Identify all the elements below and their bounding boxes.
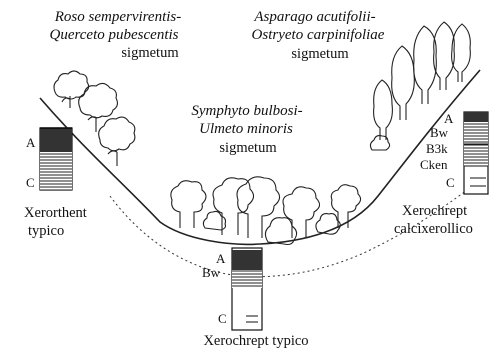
soil-profile-xerochrept-calcixerollico [464,112,488,194]
right-horizon-b3k: B3k [426,142,448,155]
right-horizon-c: C [446,176,455,189]
right-soil-name-line2: calcixerollico [394,222,473,237]
right-horizon-cken: Cken [420,158,447,171]
left-soil-name-line2: typico [28,224,64,239]
bottom-soil-name: Xerochrept typico [203,334,308,349]
center-community-line3: sigmetum [219,141,276,156]
soil-profile-xerorthent [40,128,72,190]
bottom-horizon-c: C [218,312,227,325]
left-horizon-a: A [26,136,35,149]
right-community-line1: Asparago acutifolii- [254,10,375,25]
bottom-horizon-a: A [216,252,225,265]
left-community-line2: Querceto pubescentis [50,28,179,43]
soil-profile-xerochrept-typico [232,248,262,330]
bottom-horizon-bw: Bw [202,266,220,279]
right-horizon-bw: Bw [430,126,448,139]
right-community-line2: Ostryeto carpinifoliae [252,28,385,43]
valley-floor-trees [171,177,361,245]
right-slope-trees [370,22,470,150]
center-community-line2: Ulmeto minoris [199,122,293,137]
right-horizon-a: A [444,112,453,125]
right-community-line3: sigmetum [291,47,348,62]
right-soil-name-line1: Xerochrept [402,204,467,219]
left-horizon-c: C [26,176,35,189]
left-community-line1: Roso sempervirentis- [55,10,182,25]
left-soil-name-line1: Xerorthent [24,206,87,221]
center-community-line1: Symphyto bulbosi- [191,104,302,119]
left-community-line3: sigmetum [121,46,178,61]
